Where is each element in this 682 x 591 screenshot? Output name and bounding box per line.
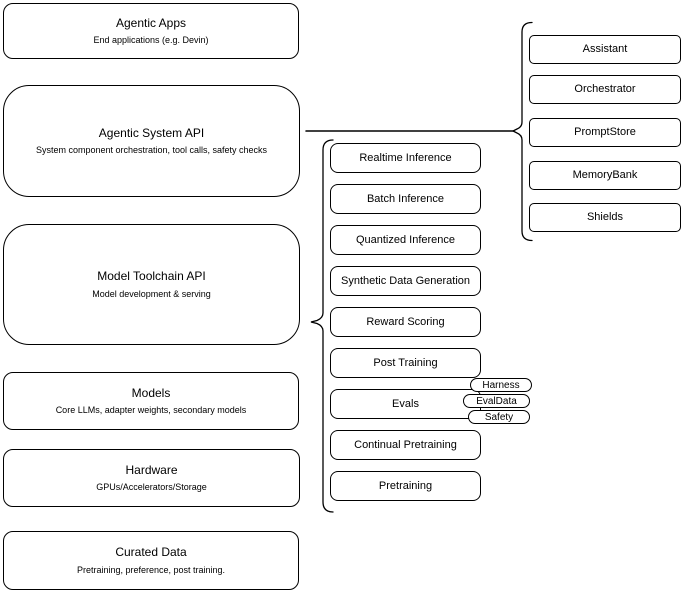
node-label: Pretraining xyxy=(378,479,433,492)
node-models: Models Core LLMs, adapter weights, secon… xyxy=(3,372,299,430)
node-subtitle: GPUs/Accelerators/Storage xyxy=(96,482,207,493)
node-label: MemoryBank xyxy=(572,169,638,182)
node-label: Reward Scoring xyxy=(366,315,445,328)
node-subtitle: Model development & serving xyxy=(92,288,211,299)
pill-label: Safety xyxy=(484,411,514,423)
node-subtitle: Pretraining, preference, post training. xyxy=(76,564,226,575)
node-label: Realtime Inference xyxy=(359,151,452,164)
node-label: Continual Pretraining xyxy=(354,438,457,451)
node-title: Curated Data xyxy=(115,545,187,560)
node-hardware: Hardware GPUs/Accelerators/Storage xyxy=(3,449,300,507)
node-curated-data: Curated Data Pretraining, preference, po… xyxy=(3,531,299,590)
node-model-toolchain-api: Model Toolchain API Model development & … xyxy=(3,224,300,345)
pill-safety: Safety xyxy=(468,410,530,424)
node-quantized-inference: Quantized Inference xyxy=(330,225,481,255)
node-title: Models xyxy=(131,385,171,400)
node-continual-pretraining: Continual Pretraining xyxy=(330,430,481,460)
pill-label: EvalData xyxy=(476,395,517,407)
node-subtitle: Core LLMs, adapter weights, secondary mo… xyxy=(55,405,247,416)
node-title: Agentic System API xyxy=(98,125,205,140)
node-orchestrator: Orchestrator xyxy=(529,75,681,104)
pill-evaldata: EvalData xyxy=(463,394,530,408)
node-batch-inference: Batch Inference xyxy=(330,184,481,214)
node-label: Batch Inference xyxy=(366,192,445,205)
node-label: Orchestrator xyxy=(574,83,636,96)
node-evals: Evals xyxy=(330,389,481,419)
node-title: Model Toolchain API xyxy=(97,269,206,284)
node-memorybank: MemoryBank xyxy=(529,161,681,190)
node-title: Hardware xyxy=(125,462,178,477)
node-shields: Shields xyxy=(529,203,681,232)
node-label: Assistant xyxy=(582,43,628,56)
node-realtime-inference: Realtime Inference xyxy=(330,143,481,173)
node-synthetic-data-generation: Synthetic Data Generation xyxy=(330,266,481,296)
pill-label: Harness xyxy=(482,379,520,391)
node-label: Post Training xyxy=(373,356,438,369)
node-agentic-apps: Agentic Apps End applications (e.g. Devi… xyxy=(3,3,299,59)
node-subtitle: End applications (e.g. Devin) xyxy=(93,35,209,46)
pill-harness: Harness xyxy=(470,378,532,392)
node-label: Evals xyxy=(392,397,419,410)
node-label: Quantized Inference xyxy=(355,233,456,246)
node-post-training: Post Training xyxy=(330,348,481,378)
node-title: Agentic Apps xyxy=(115,15,187,30)
node-subtitle: System component orchestration, tool cal… xyxy=(35,145,268,156)
node-agentic-system-api: Agentic System API System component orch… xyxy=(3,85,300,197)
node-label: PromptStore xyxy=(574,126,636,139)
node-assistant: Assistant xyxy=(529,35,681,64)
node-label: Synthetic Data Generation xyxy=(340,274,471,287)
node-pretraining: Pretraining xyxy=(330,471,481,501)
node-label: Shields xyxy=(586,211,624,224)
node-promptstore: PromptStore xyxy=(529,118,681,147)
node-reward-scoring: Reward Scoring xyxy=(330,307,481,337)
